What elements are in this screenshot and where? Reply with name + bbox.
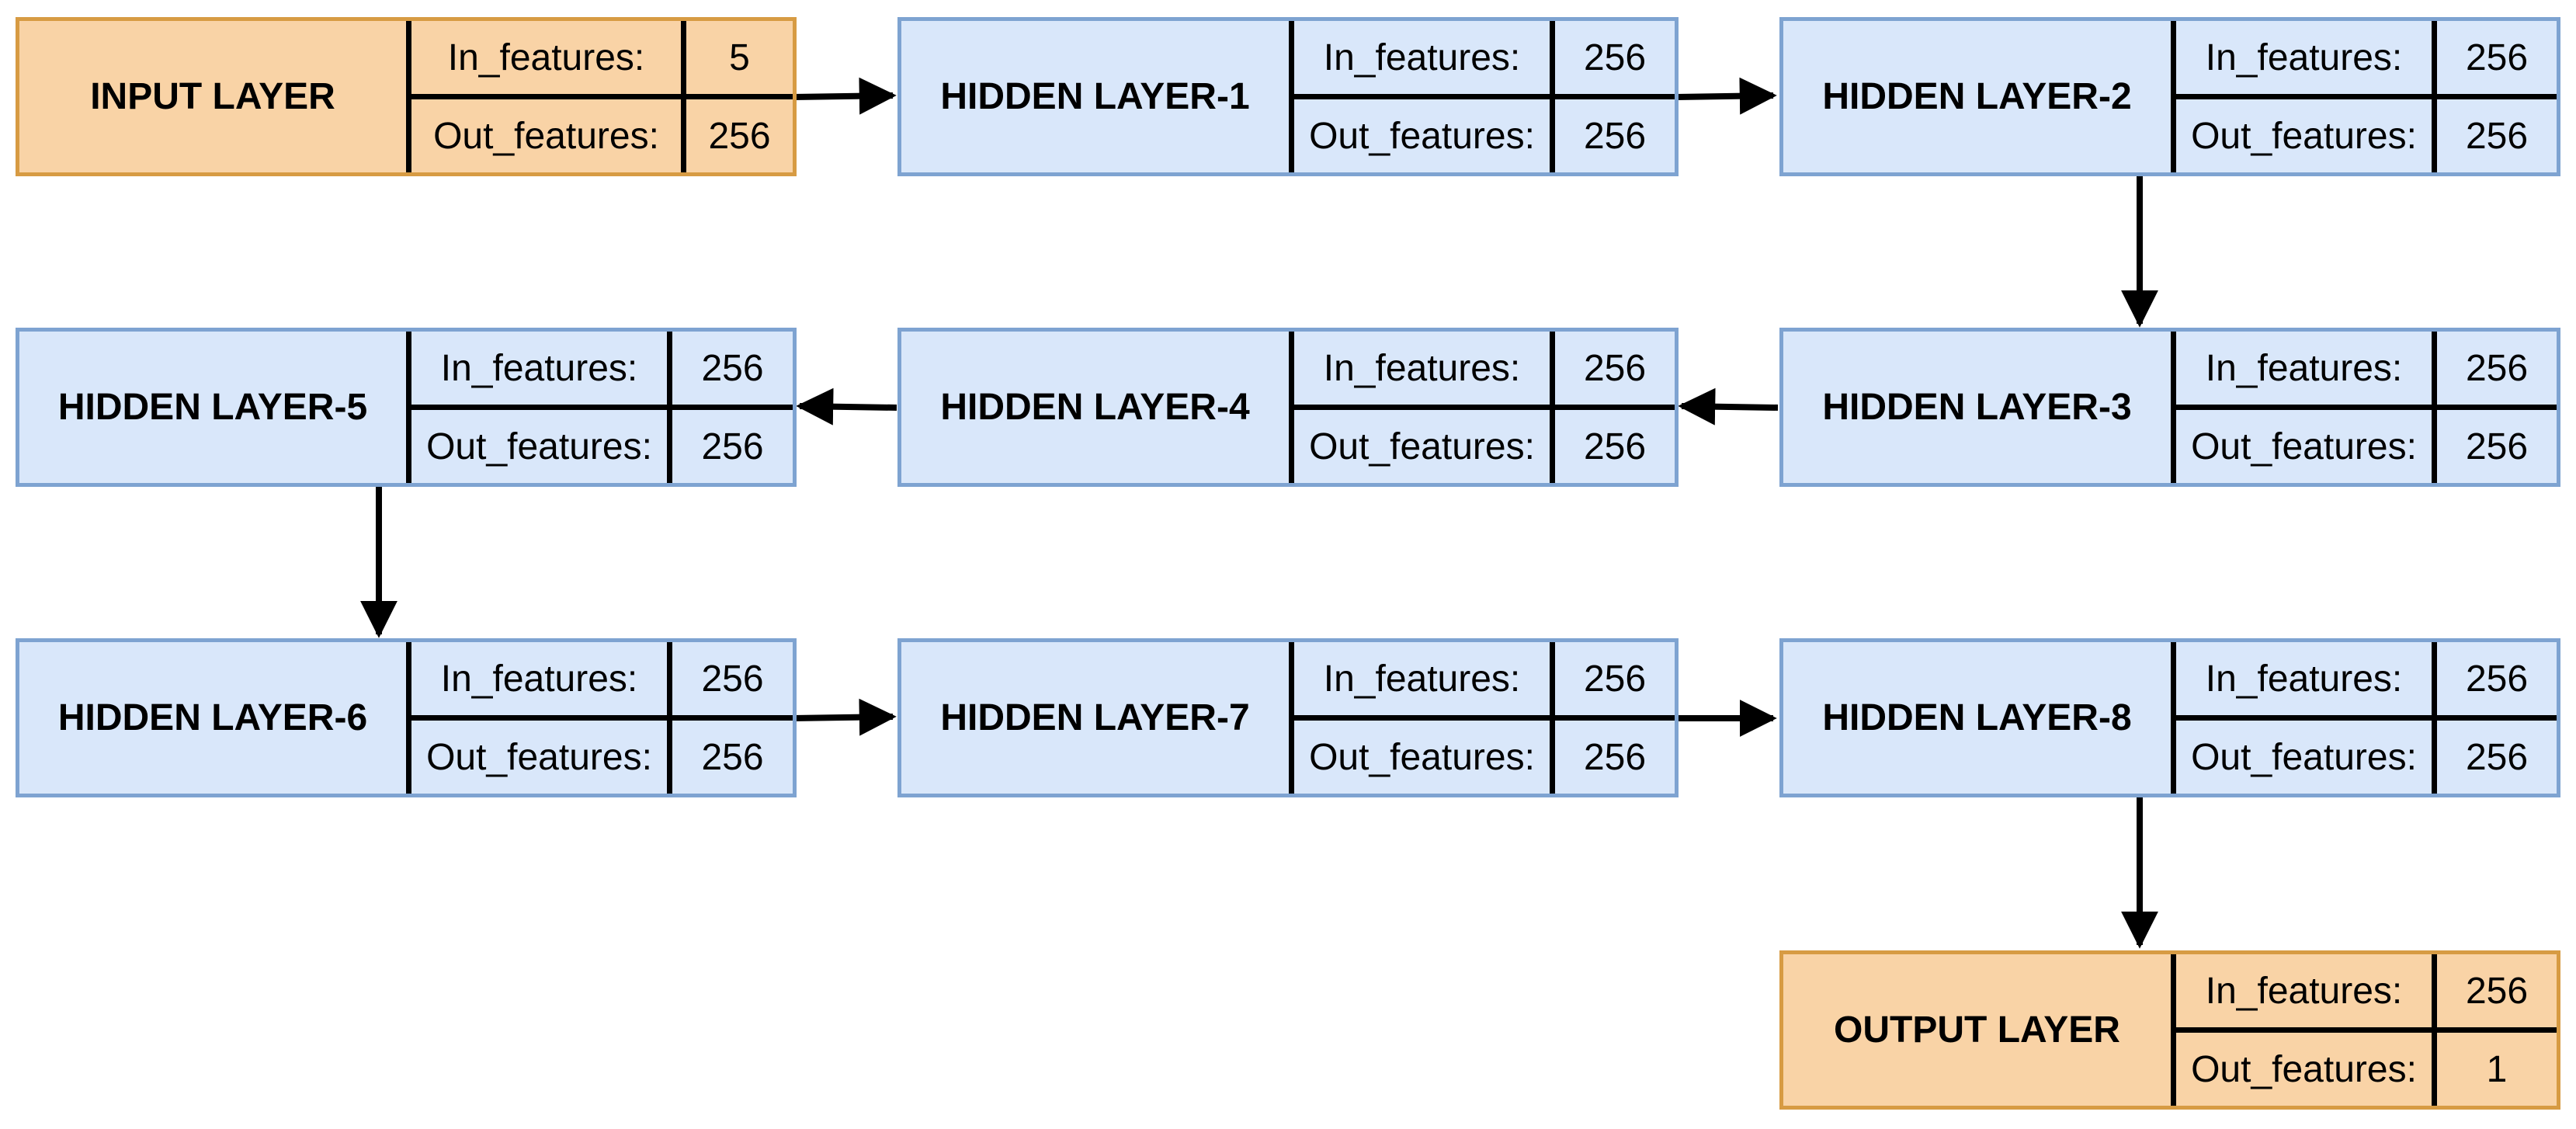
in-features-value: 256	[701, 658, 764, 700]
out-features-label: Out_features:	[411, 410, 672, 483]
out-features-value: 256	[2465, 736, 2529, 778]
node-title: HIDDEN LAYER-5	[19, 332, 411, 483]
out-features-value: 256	[701, 736, 764, 778]
out-features-label: Out_features:	[2176, 99, 2437, 172]
node-title: HIDDEN LAYER-6	[19, 642, 411, 794]
in-features-value: 5	[729, 36, 750, 78]
out-features-value: 256	[2465, 115, 2529, 157]
hidden-layer-6: HIDDEN LAYER-6 In_features: 256 Out_feat…	[16, 638, 797, 797]
output-layer: OUTPUT LAYER In_features: 256 Out_featur…	[1779, 950, 2560, 1110]
hidden-layer-5: HIDDEN LAYER-5 In_features: 256 Out_feat…	[16, 328, 797, 487]
in-features-label: In_features:	[2176, 642, 2437, 715]
in-features-label: In_features:	[2176, 21, 2437, 94]
out-features-value: 256	[2465, 426, 2529, 467]
out-features-label: Out_features:	[411, 99, 686, 172]
out-features-label: Out_features:	[1294, 410, 1555, 483]
out-features-label: Out_features:	[411, 721, 672, 794]
out-features-label: Out_features:	[1294, 721, 1555, 794]
in-features-label: In_features:	[1294, 21, 1555, 94]
out-features-label: Out_features:	[1294, 99, 1555, 172]
hidden-layer-7: HIDDEN LAYER-7 In_features: 256 Out_feat…	[897, 638, 1679, 797]
out-features-value: 256	[1583, 115, 1647, 157]
in-features-label: In_features:	[411, 332, 672, 405]
input-layer: INPUT LAYER In_features: 5 Out_features:…	[16, 17, 797, 176]
out-features-value: 256	[1583, 736, 1647, 778]
in-features-label: In_features:	[411, 642, 672, 715]
in-features-label: In_features:	[1294, 642, 1555, 715]
in-features-label: In_features:	[411, 21, 686, 94]
node-title: HIDDEN LAYER-3	[1783, 332, 2176, 483]
arrow-h3-to-h4	[1678, 387, 1779, 426]
arrow-input-to-h1	[793, 77, 897, 115]
node-title: OUTPUT LAYER	[1783, 954, 2176, 1106]
hidden-layer-8: HIDDEN LAYER-8 In_features: 256 Out_feat…	[1779, 638, 2560, 797]
out-features-label: Out_features:	[2176, 721, 2437, 794]
out-features-value: 256	[1583, 426, 1647, 467]
hidden-layer-2: HIDDEN LAYER-2 In_features: 256 Out_feat…	[1779, 17, 2560, 176]
arrow-h1-to-h2	[1675, 77, 1777, 115]
out-features-value: 256	[708, 115, 771, 157]
node-title: HIDDEN LAYER-7	[901, 642, 1294, 794]
node-title: INPUT LAYER	[19, 21, 411, 172]
in-features-label: In_features:	[2176, 332, 2437, 405]
node-title: HIDDEN LAYER-1	[901, 21, 1294, 172]
arrow-h6-to-h7	[793, 698, 897, 736]
hidden-layer-4: HIDDEN LAYER-4 In_features: 256 Out_feat…	[897, 328, 1679, 487]
out-features-value: 256	[701, 426, 764, 467]
node-title: HIDDEN LAYER-4	[901, 332, 1294, 483]
node-title: HIDDEN LAYER-2	[1783, 21, 2176, 172]
in-features-label: In_features:	[1294, 332, 1555, 405]
node-title: HIDDEN LAYER-8	[1783, 642, 2176, 794]
in-features-value: 256	[1583, 347, 1647, 389]
in-features-value: 256	[1583, 658, 1647, 700]
in-features-value: 256	[2465, 36, 2529, 78]
in-features-value: 256	[2465, 970, 2529, 1012]
out-features-value: 1	[2486, 1048, 2508, 1090]
arrow-h4-to-h5	[796, 387, 897, 426]
in-features-value: 256	[2465, 347, 2529, 389]
in-features-value: 256	[2465, 658, 2529, 700]
in-features-label: In_features:	[2176, 954, 2437, 1027]
out-features-label: Out_features:	[2176, 410, 2437, 483]
in-features-value: 256	[701, 347, 764, 389]
out-features-label: Out_features:	[2176, 1033, 2437, 1106]
hidden-layer-1: HIDDEN LAYER-1 In_features: 256 Out_feat…	[897, 17, 1679, 176]
in-features-value: 256	[1583, 36, 1647, 78]
hidden-layer-3: HIDDEN LAYER-3 In_features: 256 Out_feat…	[1779, 328, 2560, 487]
